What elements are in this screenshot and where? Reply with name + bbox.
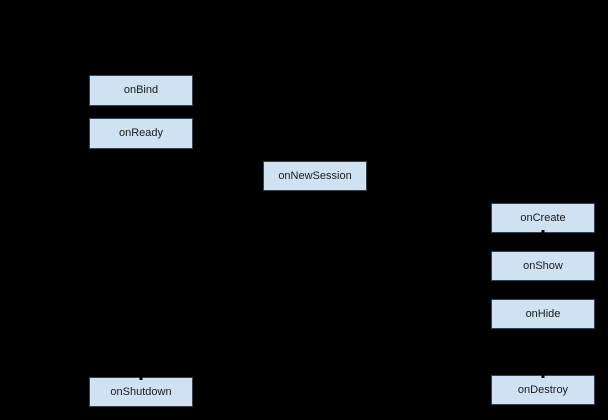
node-onshutdown-label: onShutdown bbox=[110, 385, 172, 398]
connector-arrowhead-icon bbox=[541, 230, 545, 233]
node-ondestroy-label: onDestroy bbox=[517, 383, 569, 396]
node-onready-label: onReady bbox=[118, 127, 164, 139]
connector-arrowhead-icon bbox=[139, 377, 143, 380]
node-onnewsession-label: onNewSession bbox=[278, 169, 352, 182]
node-ondestroy: onDestroy bbox=[491, 375, 595, 405]
node-onbind: onBind bbox=[89, 75, 193, 106]
node-onshutdown: onShutdown bbox=[89, 377, 193, 407]
node-onbind-label: onBind bbox=[123, 84, 159, 96]
node-onshow-label: onShow bbox=[523, 259, 563, 272]
connector-arrowhead-icon bbox=[541, 375, 545, 378]
node-oncreate: onCreate bbox=[491, 203, 595, 233]
node-onhide: onHide bbox=[491, 299, 595, 329]
node-onhide-label: onHide bbox=[525, 307, 561, 320]
node-onshow: onShow bbox=[491, 251, 595, 281]
node-onready: onReady bbox=[89, 118, 193, 149]
node-onnewsession: onNewSession bbox=[263, 161, 367, 191]
node-oncreate-label: onCreate bbox=[520, 211, 566, 224]
